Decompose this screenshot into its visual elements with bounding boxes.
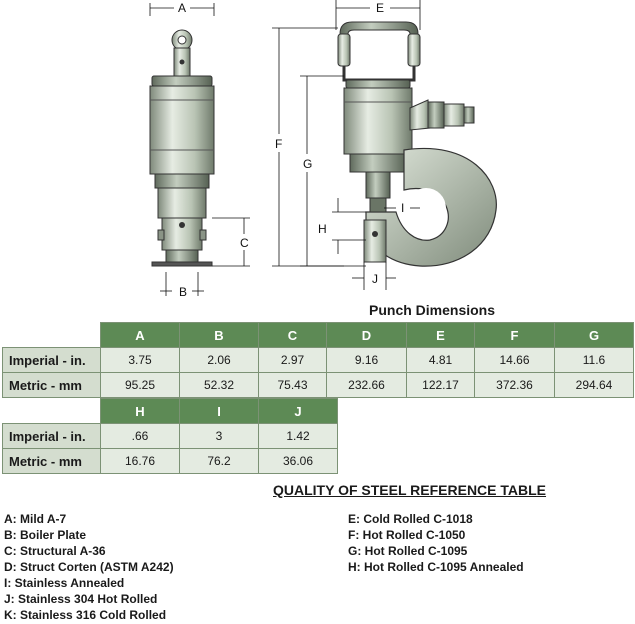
table-cell: 232.66 [326, 372, 407, 398]
row-header: Imperial - in. [2, 347, 101, 373]
list-item: H: Hot Rolled C-1095 Annealed [348, 560, 524, 574]
list-item: B: Boiler Plate [4, 528, 87, 542]
list-item: D: Struct Corten (ASTM A242) [4, 560, 174, 574]
table-cell: 9.16 [326, 347, 407, 373]
side-view: E F G H I J [272, 0, 497, 290]
table-corner [3, 323, 101, 348]
dim-label-i: I [401, 201, 404, 215]
quality-list-left: A: Mild A-7 B: Boiler Plate C: Structura… [4, 511, 174, 623]
table-cell: 2.06 [179, 347, 259, 373]
table-cell: 14.66 [474, 347, 555, 373]
table-cell: .66 [100, 423, 180, 449]
list-item: K: Stainless 316 Cold Rolled [4, 608, 167, 622]
column-header: B [179, 322, 259, 348]
dim-label-j: J [372, 272, 378, 286]
punch-dimensions-title: Punch Dimensions [369, 302, 496, 318]
row-header: Imperial - in. [2, 423, 101, 449]
table-cell: 294.64 [554, 372, 634, 398]
quality-table-title: QUALITY OF STEEL REFERENCE TABLE [273, 482, 547, 498]
table-cell: 1.42 [258, 423, 338, 449]
table-cell: 3.75 [100, 347, 180, 373]
table-row: Metric - mm 16.76 76.2 36.06 [2, 448, 338, 474]
table-row: Metric - mm 95.25 52.32 75.43 232.66 122… [2, 372, 634, 398]
dim-label-h: H [318, 222, 327, 236]
list-item: E: Cold Rolled C-1018 [348, 512, 473, 526]
table-cell: 3 [179, 423, 259, 449]
table-row: Imperial - in. .66 3 1.42 [2, 423, 338, 449]
dim-label-f: F [275, 137, 282, 151]
table-cell: 2.97 [258, 347, 327, 373]
front-view: A B C [149, 1, 250, 299]
table-cell: 4.81 [406, 347, 475, 373]
dim-label-g: G [303, 157, 312, 171]
list-item: A: Mild A-7 [4, 512, 67, 526]
column-header: D [326, 322, 407, 348]
column-header: F [474, 322, 555, 348]
list-item: I: Stainless Annealed [4, 576, 125, 590]
list-item: C: Structural A-36 [4, 544, 106, 558]
table-cell: 75.43 [258, 372, 327, 398]
dim-label-e: E [376, 1, 384, 15]
column-header: J [258, 398, 338, 424]
list-item: F: Hot Rolled C-1050 [348, 528, 466, 542]
punch-dimensions-table-1: A B C D E F G Imperial - in. 3.75 2.06 2… [2, 322, 634, 398]
column-header: C [258, 322, 327, 348]
column-header: E [406, 322, 475, 348]
table-header-row: H I J [3, 398, 338, 424]
column-header: G [554, 322, 634, 348]
punch-dimensions-table-2: H I J Imperial - in. .66 3 1.42 Metric -… [2, 398, 338, 474]
table-cell: 372.36 [474, 372, 555, 398]
table-cell: 52.32 [179, 372, 259, 398]
punch-tool-drawing: A B C [149, 0, 497, 299]
column-header: I [179, 398, 259, 424]
dim-label-b: B [179, 285, 187, 299]
table-corner [3, 399, 101, 424]
table-cell: 16.76 [100, 448, 180, 474]
list-item: G: Hot Rolled C-1095 [348, 544, 468, 558]
dim-label-c: C [240, 236, 249, 250]
dim-label-a: A [178, 1, 186, 15]
table-cell: 11.6 [554, 347, 634, 373]
table-cell: 122.17 [406, 372, 475, 398]
quality-list-right: E: Cold Rolled C-1018 F: Hot Rolled C-10… [348, 511, 524, 575]
table-cell: 76.2 [179, 448, 259, 474]
table-cell: 95.25 [100, 372, 180, 398]
column-header: H [100, 398, 180, 424]
table-header-row: A B C D E F G [3, 322, 634, 348]
table-cell: 36.06 [258, 448, 338, 474]
table-row: Imperial - in. 3.75 2.06 2.97 9.16 4.81 … [2, 347, 634, 373]
list-item: J: Stainless 304 Hot Rolled [4, 592, 158, 606]
row-header: Metric - mm [2, 372, 101, 398]
row-header: Metric - mm [2, 448, 101, 474]
column-header: A [100, 322, 180, 348]
